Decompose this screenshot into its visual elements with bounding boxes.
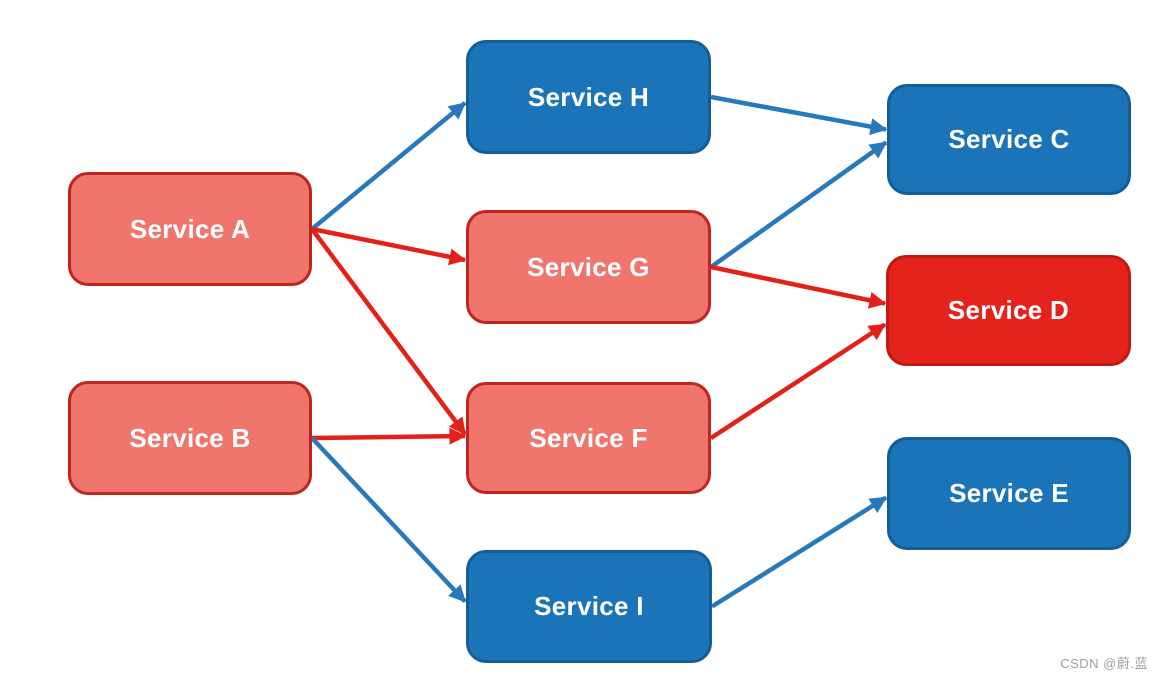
node-service-i: Service I (466, 550, 712, 663)
node-service-f: Service F (466, 382, 711, 494)
node-service-e: Service E (887, 437, 1131, 550)
edge-service-b-to-service-f (311, 427, 467, 445)
node-label: Service I (534, 591, 644, 621)
edge-service-i-to-service-e (710, 495, 888, 609)
node-label: Service F (529, 422, 648, 453)
node-service-h: Service H (466, 40, 711, 154)
edge-service-g-to-service-d (710, 264, 887, 309)
node-service-g: Service G (466, 210, 711, 324)
node-label: Service A (129, 213, 251, 244)
node-label: Service C (948, 124, 1070, 154)
node-service-a: Service A (68, 172, 312, 286)
node-label: Service B (129, 422, 251, 453)
node-label: Service H (527, 81, 650, 112)
watermark: CSDN @蔚.蓝 (1060, 656, 1148, 671)
node-label: Service G (527, 251, 650, 282)
edge-service-h-to-service-c (710, 94, 888, 136)
node-label: Service D (947, 295, 1070, 325)
edge-service-a-to-service-h (310, 101, 467, 231)
node-label: Service E (949, 478, 1069, 508)
edge-service-a-to-service-f (310, 227, 467, 436)
edge-service-a-to-service-g (311, 226, 467, 266)
edge-service-g-to-service-c (709, 140, 888, 269)
node-service-d: Service D (886, 255, 1131, 366)
edge-service-b-to-service-i (310, 436, 467, 604)
edge-service-f-to-service-d (709, 322, 887, 440)
node-service-c: Service C (887, 84, 1131, 195)
node-service-b: Service B (68, 381, 312, 495)
